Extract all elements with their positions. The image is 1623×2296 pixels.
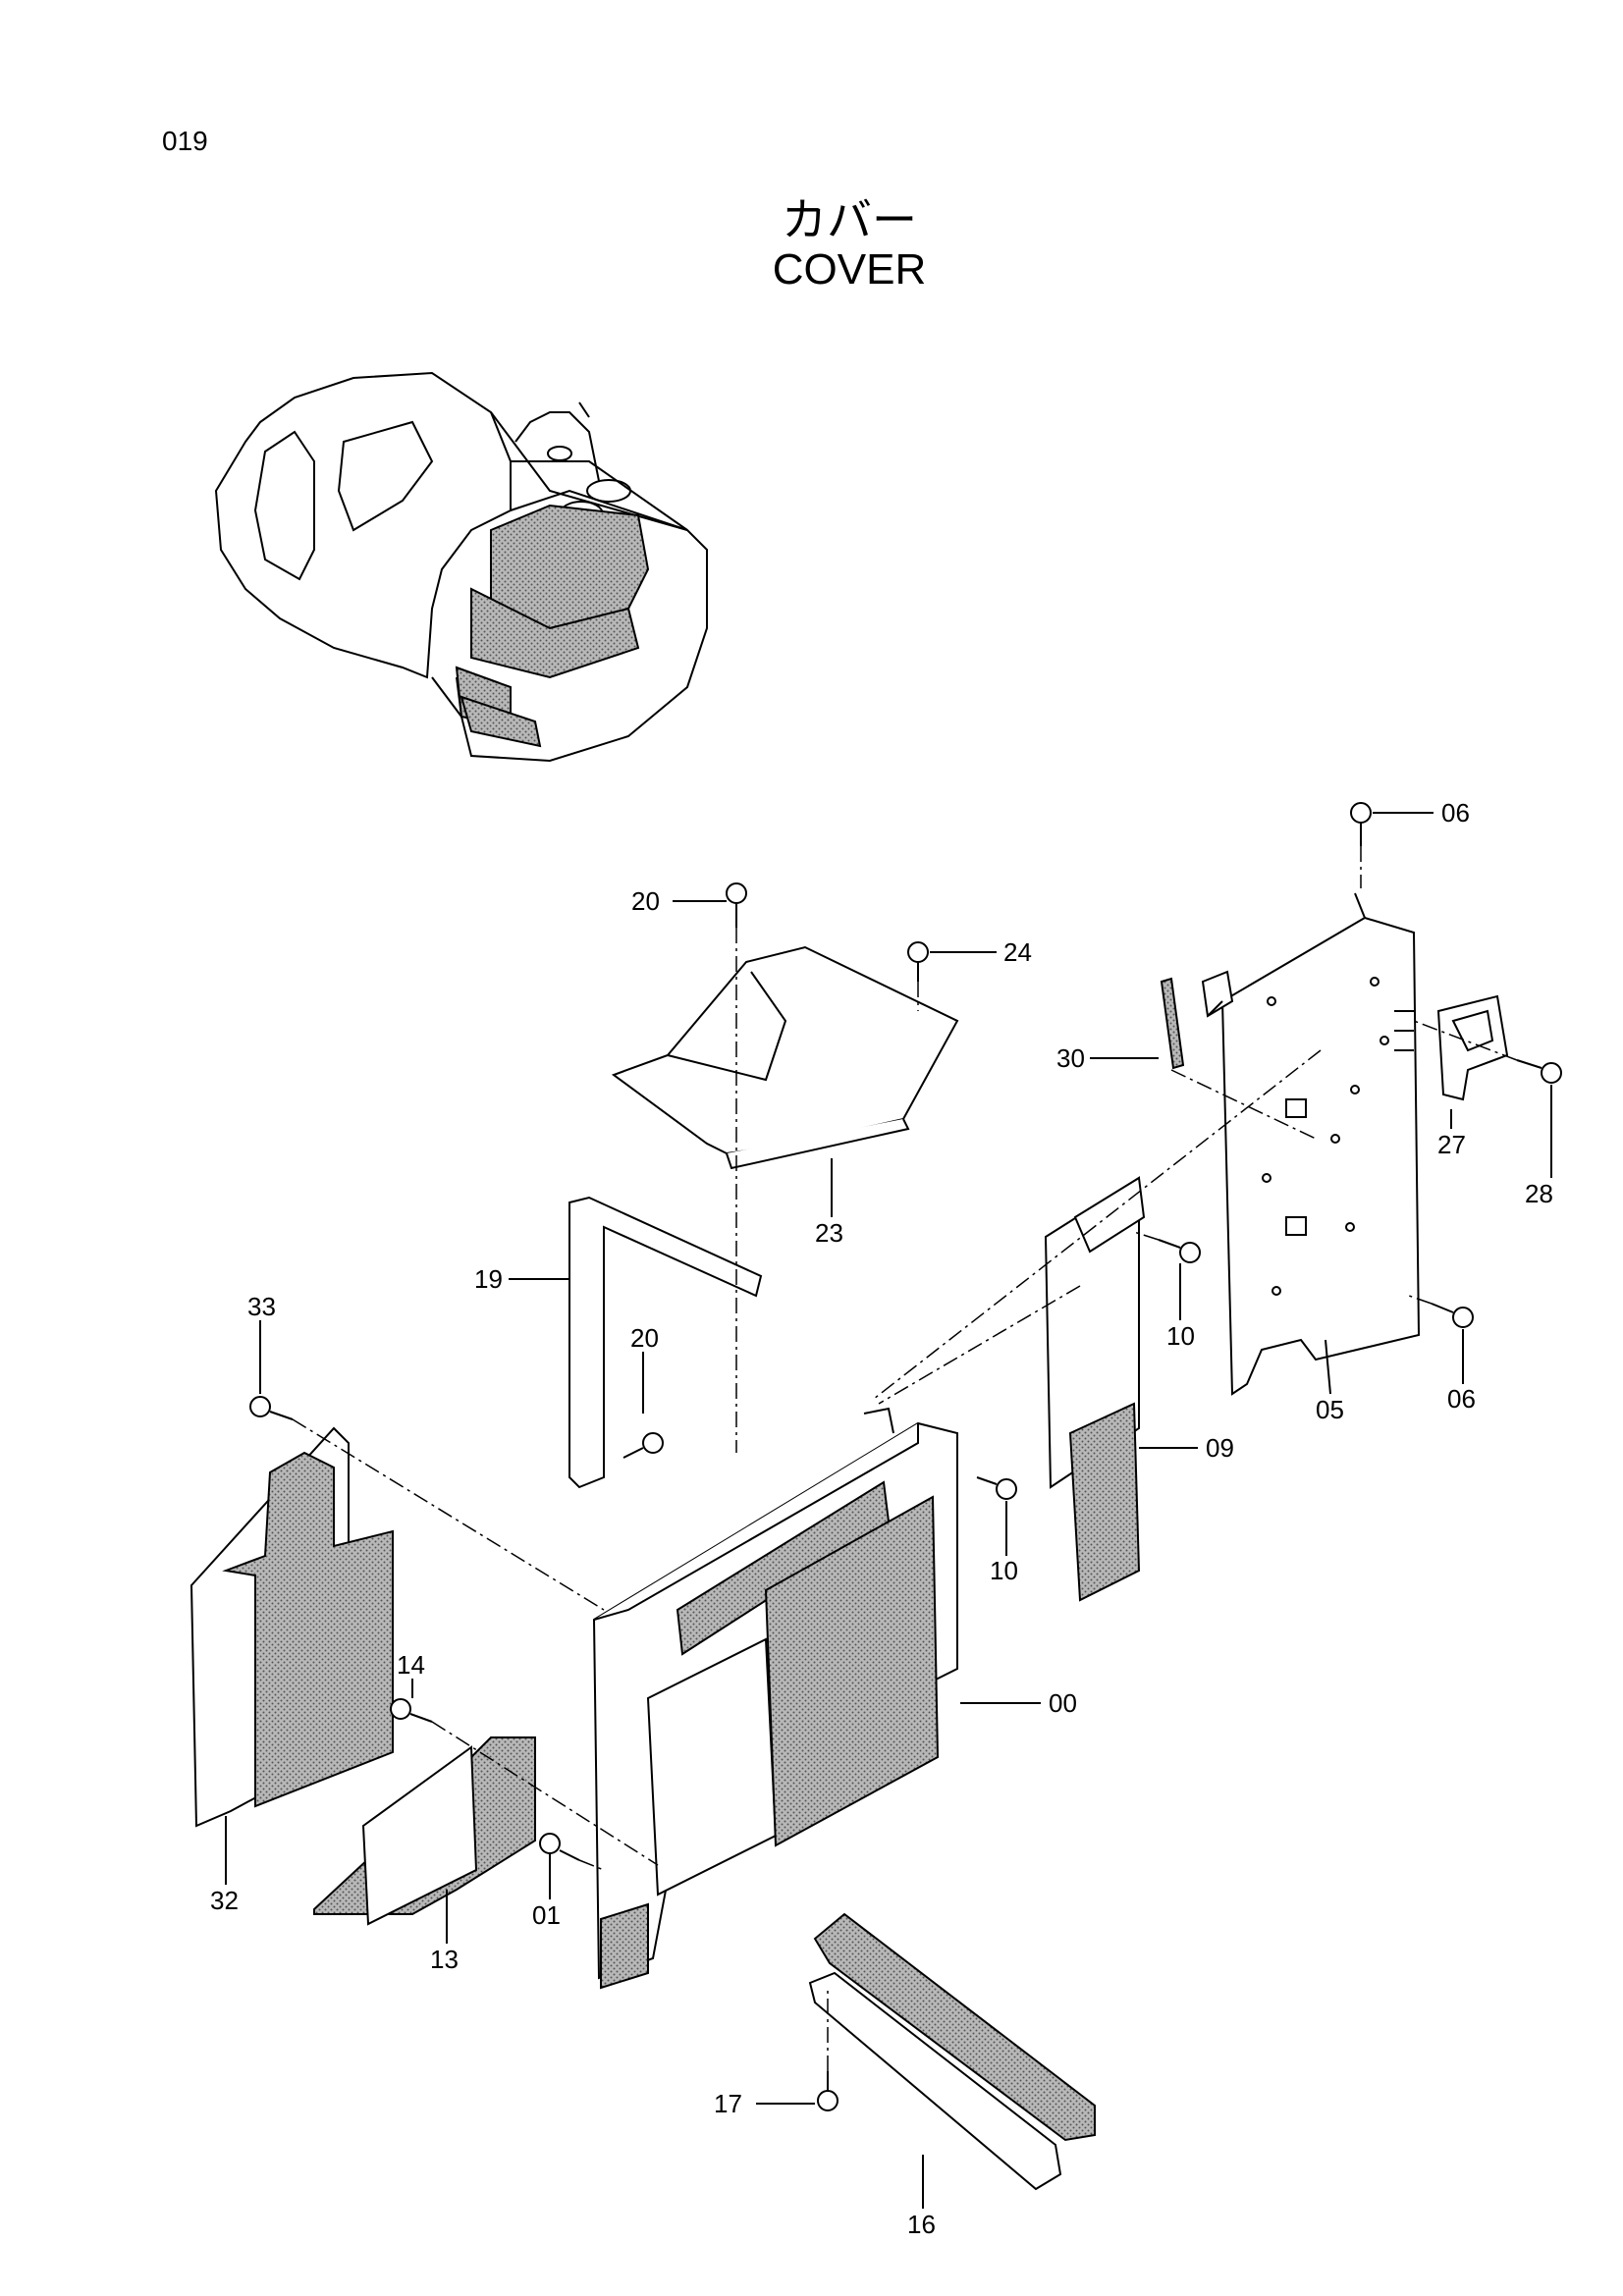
callout-05: 05 xyxy=(1316,1395,1344,1424)
callout-30: 30 xyxy=(1056,1043,1085,1073)
callout-leader-lines xyxy=(225,812,1552,2209)
callout-16: 16 xyxy=(907,2210,936,2239)
callout-32: 32 xyxy=(210,1886,239,1915)
page-number: 019 xyxy=(162,126,208,156)
part-19-frame xyxy=(568,1196,763,1489)
part-32-side-panel xyxy=(189,1426,394,1828)
part-13-plate xyxy=(313,1736,536,1926)
part-05-side-panel xyxy=(1201,892,1421,1396)
callout-01: 01 xyxy=(532,1900,561,1930)
part-27-bracket xyxy=(1436,994,1509,1101)
callout-10: 10 xyxy=(1166,1321,1195,1351)
callout-27: 27 xyxy=(1437,1130,1466,1159)
callout-labels: 06 20 24 30 23 27 28 19 10 33 20 05 06 0… xyxy=(210,798,1553,2239)
title-japanese: カバー xyxy=(782,193,917,246)
part-09-bracket xyxy=(1044,1176,1146,1602)
bolt-icons xyxy=(249,802,1562,2111)
part-00-main-frame xyxy=(592,1407,958,1990)
callout-17: 17 xyxy=(714,2089,742,2118)
callout-09: 09 xyxy=(1206,1433,1234,1463)
callout-06: 06 xyxy=(1447,1384,1476,1414)
assembly-guide-lines xyxy=(292,846,1518,2071)
callout-00: 00 xyxy=(1049,1688,1077,1718)
callout-28: 28 xyxy=(1525,1179,1553,1208)
callout-06: 06 xyxy=(1441,798,1470,828)
part-23-top-plate xyxy=(611,945,959,1170)
callout-14: 14 xyxy=(397,1650,425,1680)
title-english: COVER xyxy=(772,245,927,294)
engine-area-highlight xyxy=(455,504,650,748)
part-16-bottom-bracket xyxy=(808,1912,1096,2191)
callout-33: 33 xyxy=(247,1292,276,1321)
machine-overview-illustration xyxy=(214,371,708,763)
callout-13: 13 xyxy=(430,1945,459,1974)
callout-19: 19 xyxy=(474,1264,503,1294)
callout-10: 10 xyxy=(990,1556,1018,1585)
callout-20: 20 xyxy=(630,1323,659,1353)
part-30-seal-strip xyxy=(1160,977,1185,1070)
callout-23: 23 xyxy=(815,1218,843,1248)
callout-24: 24 xyxy=(1003,937,1032,967)
callout-20: 20 xyxy=(631,886,660,916)
